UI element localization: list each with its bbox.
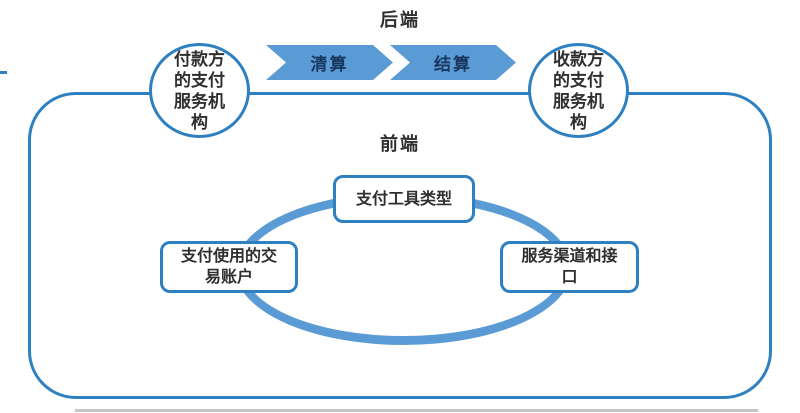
transaction-account-box: 支付使用的交 易账户 <box>160 241 298 293</box>
settlement-chevron-arrow: 结算 <box>390 45 516 80</box>
frontend-label: 前端 <box>380 134 420 154</box>
payee-institution-label: 收款方 的支付 服务机 构 <box>553 49 604 132</box>
payment-instrument-type-label: 支付工具类型 <box>355 190 452 208</box>
payer-institution-circle: 付款方 的支付 服务机 构 <box>149 43 250 138</box>
frontend-frame <box>28 92 772 399</box>
backend-label: 后端 <box>380 10 420 30</box>
clearing-label: 清算 <box>310 55 349 74</box>
payee-institution-circle: 收款方 的支付 服务机 构 <box>528 43 629 138</box>
payer-institution-label: 付款方 的支付 服务机 构 <box>174 49 225 132</box>
clearing-chevron-arrow: 清算 <box>266 45 393 80</box>
transaction-account-label: 支付使用的交 易账户 <box>180 248 277 286</box>
service-channel-box: 服务渠道和接 口 <box>500 241 639 293</box>
service-channel-label: 服务渠道和接 口 <box>521 248 618 286</box>
payment-instrument-type-box: 支付工具类型 <box>333 175 475 223</box>
settlement-label: 结算 <box>434 55 472 74</box>
left-edge-line-artifact <box>0 71 7 74</box>
bottom-divider-line <box>75 409 758 412</box>
